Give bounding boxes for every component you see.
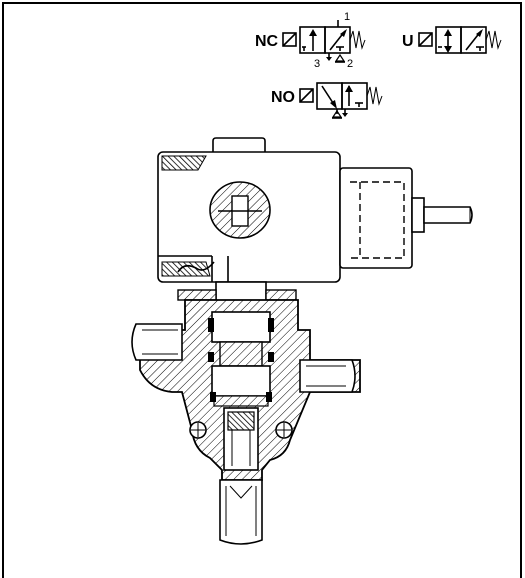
- inlet-port: [131, 323, 183, 361]
- mounting-hole-left-icon: [189, 421, 207, 439]
- outlet-port: [299, 359, 356, 393]
- cable: [423, 206, 473, 224]
- bottom-outlet: [219, 479, 263, 545]
- solenoid-actuator-icon: [299, 88, 314, 103]
- spring-icon: [366, 86, 383, 106]
- solenoid-actuator-icon: [418, 32, 433, 47]
- electrical-connector: [339, 167, 413, 269]
- solenoid-valve-drawing: [131, 137, 473, 545]
- no-valve-symbol: NO: [271, 82, 383, 119]
- nc-label: NC: [255, 33, 279, 50]
- coil-cap: [212, 137, 266, 152]
- spring-icon: [485, 30, 502, 50]
- u-valve-symbol: U: [402, 26, 502, 54]
- u-label: U: [402, 33, 414, 50]
- nc-valve-symbol: NC 1 2 3: [255, 11, 366, 70]
- no-label: NO: [271, 89, 295, 106]
- port-label-2: 2: [347, 58, 353, 70]
- mounting-hole-right-icon: [275, 421, 293, 439]
- seals: [208, 318, 274, 402]
- spring-icon: [349, 30, 366, 50]
- solenoid-actuator-icon: [282, 32, 297, 47]
- port-label-3: 3: [314, 58, 320, 70]
- port-label-1: 1: [344, 11, 350, 23]
